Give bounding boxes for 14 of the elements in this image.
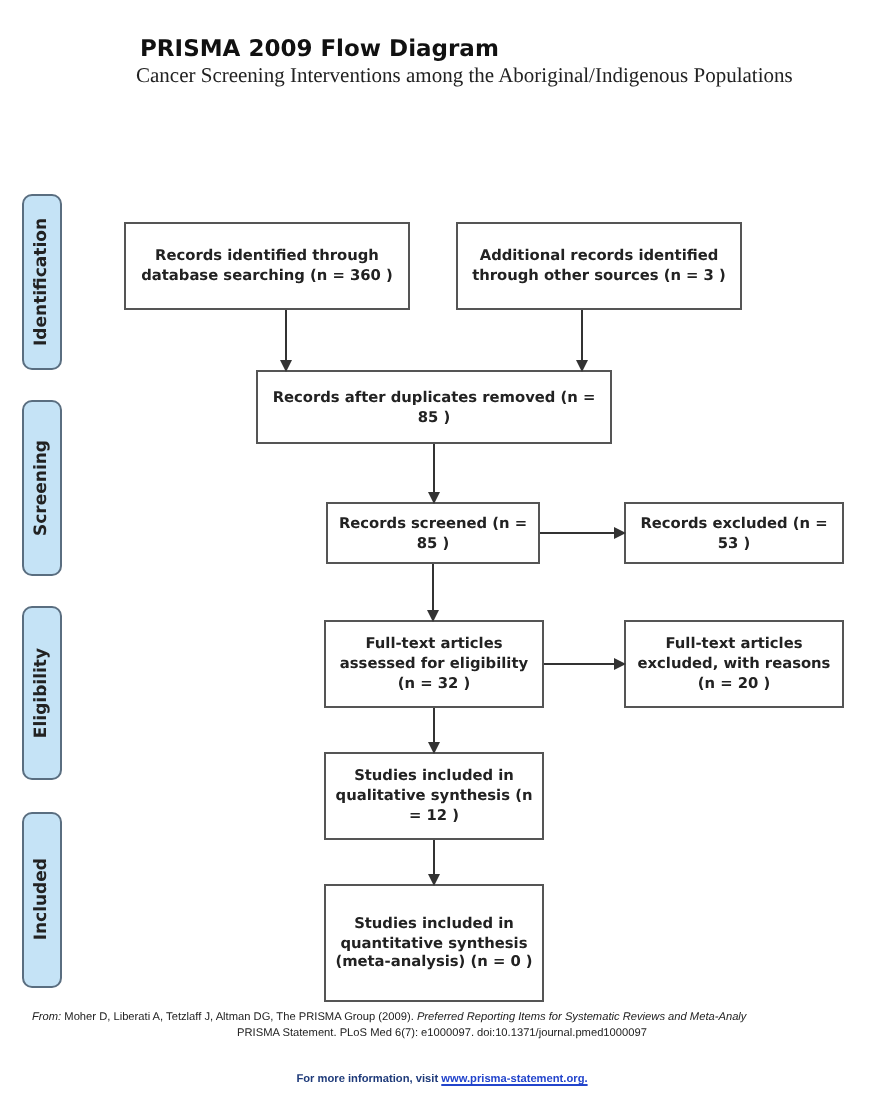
phase-label: Identification [22, 194, 62, 370]
phase-label: Included [22, 812, 62, 988]
arrow [428, 443, 440, 504]
phase-label: Screening [22, 400, 62, 576]
arrow [543, 658, 626, 670]
arrow [428, 839, 440, 886]
arrow [428, 707, 440, 754]
arrow [576, 309, 588, 372]
arrow [539, 527, 626, 539]
arrow [280, 309, 292, 372]
diagram-title: PRISMA 2009 Flow Diagram [140, 34, 499, 62]
arrow [427, 563, 439, 622]
phase-label: Eligibility [22, 606, 62, 780]
diagram-subtitle: Cancer Screening Interventions among the Aboriginal/Indigenous Populations [136, 66, 793, 88]
